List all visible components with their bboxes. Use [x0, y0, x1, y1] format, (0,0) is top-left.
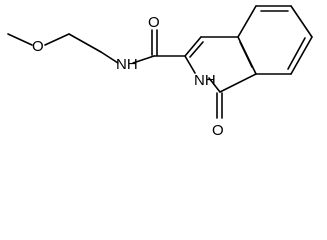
amide-oxygen-label: O — [148, 14, 160, 31]
bond-c3-c4-inner — [189, 41, 204, 58]
amide-nitrogen-label: NH — [116, 56, 138, 73]
methoxy-oxygen-label: O — [32, 38, 44, 55]
bond-ch2-nh — [100, 51, 119, 64]
ring-nitrogen-label: NH — [194, 72, 216, 89]
bond-c3-n2 — [184, 55, 196, 74]
bond-nh-carbonyl — [132, 55, 155, 64]
bond-ch2-ch2 — [68, 33, 102, 53]
bond-c4a-c5 — [237, 5, 257, 38]
bond-n2-c1 — [208, 77, 221, 93]
bond-c1-c8a — [219, 73, 257, 93]
bond-c3-c4 — [184, 36, 202, 57]
bond-o-ch2 — [44, 33, 70, 46]
lactam-oxygen-label: O — [212, 122, 224, 139]
label-layer: O O NH NH O — [32, 14, 224, 139]
molecule-diagram: O O NH NH O — [7, 5, 313, 139]
bond-methyl-o — [7, 33, 33, 46]
bond-c8a-c4a-inner — [239, 41, 253, 68]
bond-c7-c8-inner — [287, 37, 306, 70]
bond-c7-c8 — [290, 36, 313, 75]
bond-c6-c7 — [290, 5, 313, 38]
bond-layer — [7, 5, 313, 119]
